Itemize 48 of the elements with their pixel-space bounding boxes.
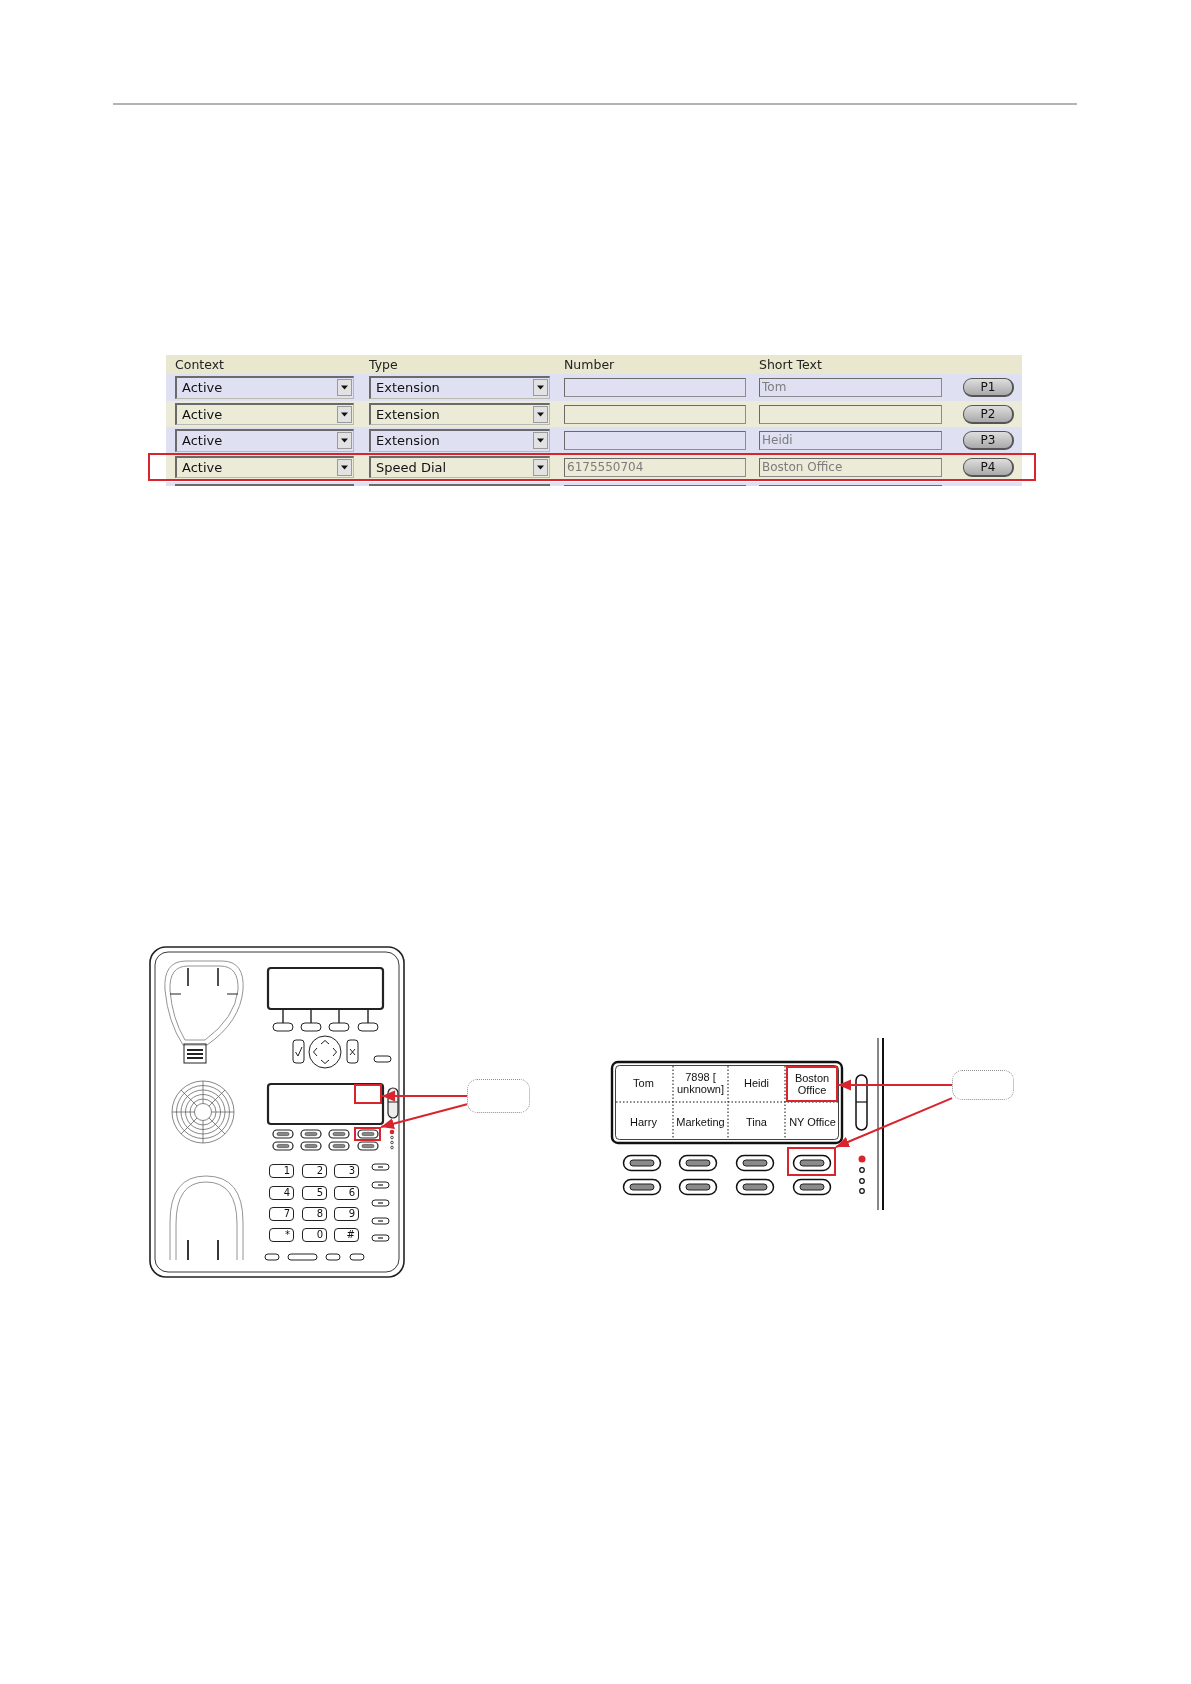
dropdown-select: Extension	[369, 376, 550, 399]
dropdown-select: Active	[175, 402, 354, 426]
column-header: Context	[175, 357, 224, 373]
input-field: Boston Office	[759, 457, 942, 477]
display-label: Marketing	[676, 1115, 725, 1128]
keypad-key: 2	[302, 1164, 327, 1178]
display-label: NY Office	[789, 1115, 836, 1128]
dropdown-select: Active	[175, 376, 354, 399]
key-button: P1	[963, 378, 1014, 397]
key-button: P4	[963, 457, 1014, 477]
display-label: Boston Office	[793, 1072, 831, 1096]
keypad-key: 5	[302, 1186, 327, 1200]
dropdown-select: Speed Dial	[369, 455, 550, 479]
keypad-key: 4	[269, 1186, 294, 1200]
dropdown-select: Extension	[369, 429, 550, 452]
column-header: Short Text	[759, 357, 822, 373]
input-field: Tom	[759, 378, 942, 397]
keypad-key: 7	[269, 1207, 294, 1221]
dropdown-select: Active	[175, 455, 354, 479]
highlight-frame	[786, 1066, 838, 1102]
callout-arrow	[835, 1097, 953, 1148]
display-label: Tom	[633, 1077, 654, 1089]
callout-arrow	[381, 1090, 468, 1102]
keypad-key: 0	[302, 1228, 327, 1242]
column-header: Type	[369, 357, 398, 373]
keypad-key: 8	[302, 1207, 327, 1221]
highlight-frame	[354, 1127, 381, 1141]
keypad-key: 6	[334, 1186, 359, 1200]
dropdown-select: Active	[175, 429, 354, 452]
callout-arrow	[380, 1103, 468, 1129]
callout-arrow	[837, 1079, 953, 1091]
input-field: 6175550704	[564, 457, 746, 477]
keypad-key: 1	[269, 1164, 294, 1178]
display-label: Tina	[746, 1115, 767, 1128]
key-button: P2	[963, 404, 1014, 424]
column-header: Number	[564, 357, 615, 373]
key-button: P3	[963, 431, 1014, 451]
highlight-frame	[354, 1084, 382, 1104]
keypad-key: #	[334, 1228, 359, 1242]
display-label: Harry	[630, 1115, 657, 1128]
dropdown-select: Extension	[369, 402, 550, 426]
keypad-key: *	[269, 1228, 294, 1242]
display-label: 7898 [ unknown]	[675, 1071, 726, 1095]
highlight-frame	[787, 1147, 836, 1176]
keypad-key: 3	[334, 1164, 359, 1178]
keypad-key: 9	[334, 1207, 359, 1221]
display-label: Heidi	[743, 1077, 770, 1089]
input-field: Heidi	[759, 431, 942, 451]
